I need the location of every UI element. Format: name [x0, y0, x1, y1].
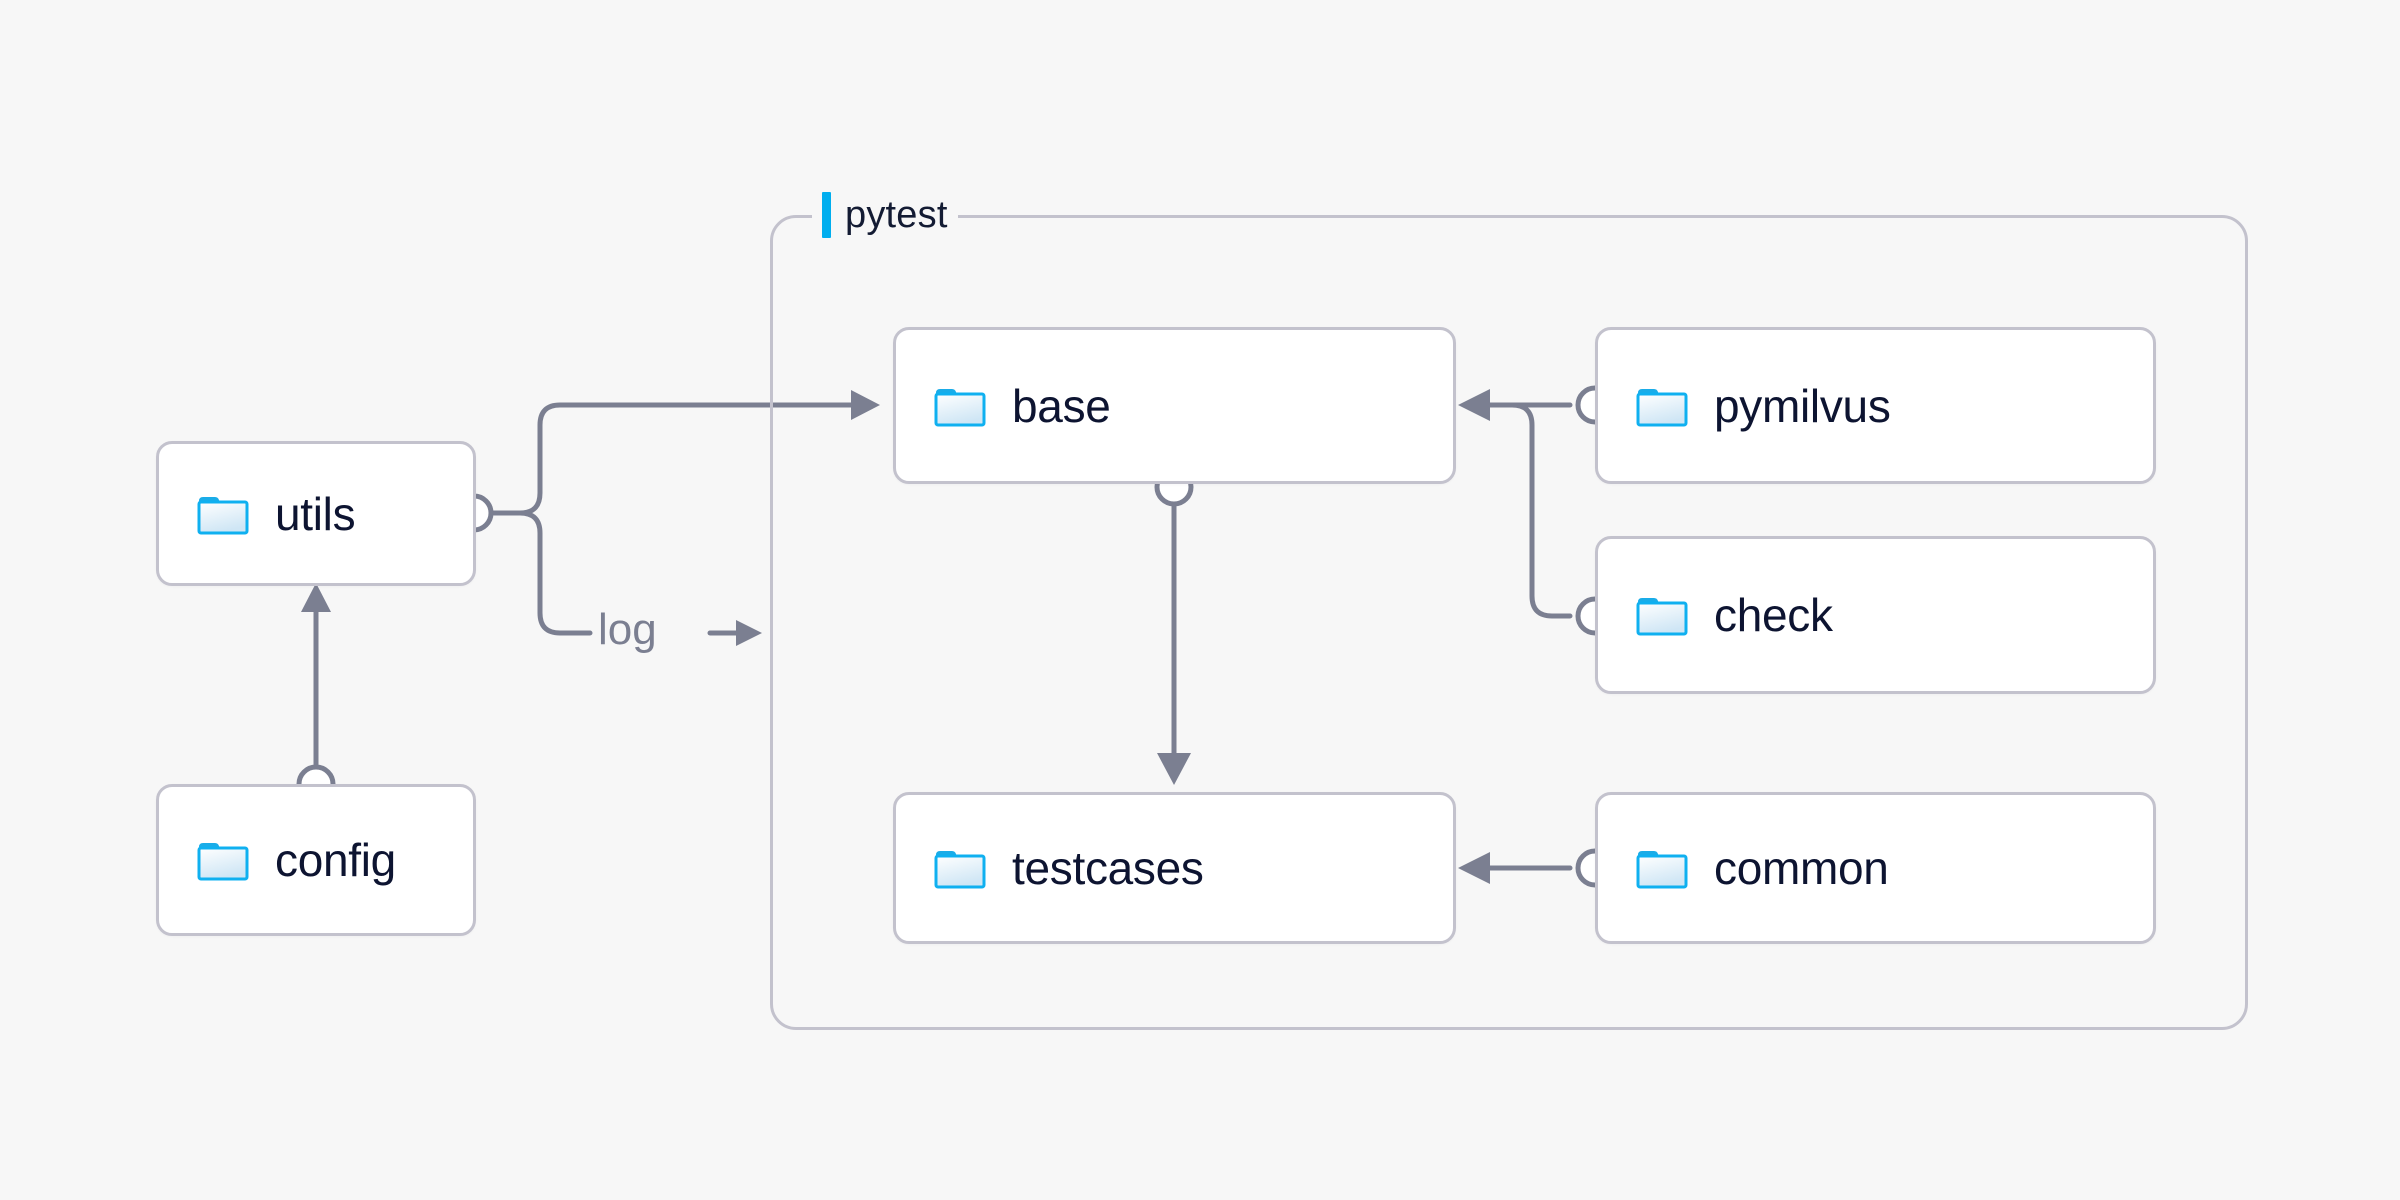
edge-label-log: log [598, 608, 657, 652]
node-label: pymilvus [1714, 379, 1891, 432]
node-check[interactable]: check [1595, 536, 2156, 694]
edge-label-text: log [598, 605, 657, 654]
node-label: utils [275, 487, 356, 540]
group-title: pytest [845, 194, 948, 236]
group-container-pytest[interactable] [770, 215, 2248, 1030]
node-base[interactable]: base [893, 327, 1456, 484]
node-pymilvus[interactable]: pymilvus [1595, 327, 2156, 484]
folder-icon [1636, 388, 1688, 426]
node-label: testcases [1012, 842, 1204, 894]
edge-utils-to-log [487, 510, 593, 636]
folder-icon [197, 496, 249, 534]
node-label: check [1714, 589, 1833, 641]
node-label: config [275, 834, 396, 886]
folder-icon [934, 388, 986, 426]
folder-icon [1636, 598, 1688, 636]
node-utils[interactable]: utils [156, 441, 476, 586]
node-label: common [1714, 842, 1889, 894]
folder-icon [1636, 851, 1688, 889]
node-testcases[interactable]: testcases [893, 792, 1456, 944]
arrow-head-config-to-utils [301, 583, 331, 612]
folder-icon [197, 843, 249, 881]
node-config[interactable]: config [156, 784, 476, 936]
node-label: base [1012, 379, 1111, 432]
group-label-pytest: pytest [812, 192, 958, 238]
arrow-head-log [736, 620, 762, 646]
node-common[interactable]: common [1595, 792, 2156, 944]
accent-bar-icon [822, 192, 831, 238]
folder-icon [934, 851, 986, 889]
